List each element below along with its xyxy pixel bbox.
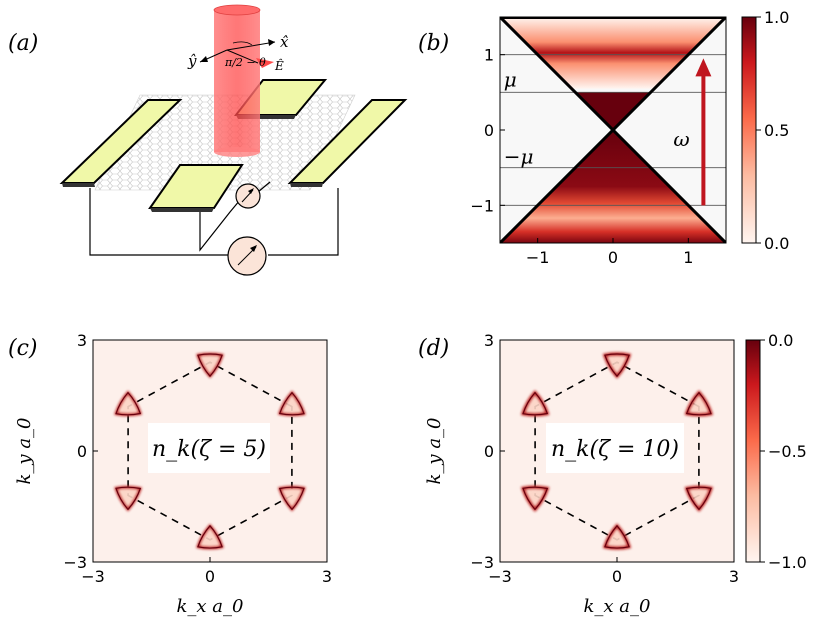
d-ytick-label-1: 0 bbox=[484, 442, 494, 461]
valley-pocket-d-3 bbox=[520, 485, 550, 512]
cb-d-tick-label-1: −0.5 bbox=[768, 442, 807, 461]
annotation-c: n_k(ζ = 5) bbox=[152, 437, 266, 462]
panel-d: n_k(ζ = 10) −3 0 3 −3 0 3 k_x a_0 k_y a_0 −1… bbox=[424, 331, 807, 617]
panel-label-d: (d) bbox=[418, 336, 449, 361]
circuit-wire-outer bbox=[89, 188, 228, 256]
b-ytick-label-2: 1 bbox=[484, 46, 494, 65]
c-ytick-label-0: −3 bbox=[63, 553, 87, 572]
cb-b-tick-label-1: 0.5 bbox=[764, 121, 789, 140]
panel-label-a: (a) bbox=[8, 31, 38, 56]
annotation-box-d: n_k(ζ = 10) bbox=[546, 423, 684, 473]
cb-d-tick-label-2: 0.0 bbox=[768, 331, 793, 350]
mu-label: μ bbox=[504, 67, 517, 91]
b-xtick-label-0: −1 bbox=[526, 248, 550, 267]
panel-label-c: (c) bbox=[8, 336, 38, 361]
c-content bbox=[114, 352, 306, 550]
annotation-d: n_k(ζ = 10) bbox=[551, 437, 679, 462]
meter-small bbox=[235, 183, 261, 209]
valley-pocket-c-3 bbox=[114, 485, 143, 512]
c-y-ticks: −3 0 3 bbox=[63, 331, 98, 572]
valley-pocket-c-1 bbox=[196, 352, 224, 379]
d-xtick-label-0: −3 bbox=[488, 567, 512, 586]
b-ytick-label-0: −1 bbox=[470, 196, 494, 215]
b-y-ticks: −1 0 1 bbox=[470, 46, 505, 215]
occupied-block-mu bbox=[575, 92, 651, 130]
meter-large bbox=[227, 236, 267, 276]
field-vector-e bbox=[256, 58, 274, 68]
c-xtick-label-1: 0 bbox=[205, 567, 215, 586]
light-beam bbox=[213, 4, 261, 157]
colorbar-b bbox=[741, 16, 757, 244]
valley-pocket-d-2 bbox=[520, 390, 550, 417]
e-hat-label: Ê bbox=[274, 58, 284, 73]
c-xtick-label-2: 3 bbox=[322, 567, 332, 586]
valley-pocket-d-4 bbox=[602, 523, 632, 550]
cb-d-tick-label-0: −1.0 bbox=[768, 553, 807, 572]
upper-transition-band bbox=[500, 17, 726, 89]
omega-arrowhead bbox=[695, 58, 712, 77]
d-x-ticks: −3 0 3 bbox=[488, 557, 739, 586]
panel-c: n_k(ζ = 5) −3 0 3 −3 0 3 k_x a_0 k_y a_0 bbox=[14, 331, 332, 617]
d-content bbox=[520, 352, 714, 550]
panel-b: ω μ −μ −1 0 1 −1 0 1 0.0 0.5 1.0 bbox=[470, 8, 789, 267]
valley-pocket-c-5 bbox=[277, 485, 306, 512]
valley-pocket-d-0 bbox=[684, 390, 714, 417]
c-ytick-label-2: 3 bbox=[77, 331, 87, 350]
x-axis-label-c: k_x a_0 bbox=[177, 596, 244, 617]
valley-pocket-c-0 bbox=[277, 390, 306, 417]
x-axis-label-d: k_x a_0 bbox=[584, 596, 651, 617]
valley-pocket-c-2 bbox=[114, 390, 143, 417]
panel-a-schematic: x̂ ŷ π/2 − θ Ê bbox=[59, 4, 408, 276]
c-xtick-label-0: −3 bbox=[81, 567, 105, 586]
d-ytick-label-2: 3 bbox=[484, 331, 494, 350]
circuit-wire-top bbox=[257, 181, 271, 193]
d-ytick-label-0: −3 bbox=[470, 553, 494, 572]
angle-label: π/2 − θ bbox=[224, 56, 266, 69]
polarization-axes: x̂ ŷ π/2 − θ Ê bbox=[187, 33, 289, 73]
b-x-ticks: −1 0 1 bbox=[526, 238, 693, 267]
circuit-wire-outer-right bbox=[268, 188, 339, 256]
valley-pocket-d-5 bbox=[684, 485, 714, 512]
x-hat-label: x̂ bbox=[280, 33, 289, 51]
b-xtick-label-1: 0 bbox=[608, 248, 618, 267]
omega-label: ω bbox=[673, 127, 689, 151]
colorbar-b-ticks: 0.0 0.5 1.0 bbox=[756, 8, 789, 253]
electrode-left bbox=[59, 99, 183, 187]
lower-cone bbox=[500, 130, 726, 243]
c-x-ticks: −3 0 3 bbox=[81, 557, 332, 586]
valley-pocket-d-1 bbox=[602, 352, 632, 379]
colorbar-d bbox=[745, 339, 761, 563]
y-axis-label-d: k_y a_0 bbox=[424, 418, 445, 485]
b-ytick-label-1: 0 bbox=[484, 121, 494, 140]
electrode-right bbox=[287, 99, 408, 187]
annotation-box-c: n_k(ζ = 5) bbox=[148, 423, 270, 473]
valley-pocket-c-4 bbox=[196, 523, 224, 550]
circuit-wire-inner bbox=[199, 199, 241, 252]
cb-b-tick-label-2: 1.0 bbox=[764, 8, 789, 27]
minus-mu-label: −μ bbox=[504, 145, 534, 169]
cb-b-tick-label-0: 0.0 bbox=[764, 234, 789, 253]
b-xtick-label-2: 1 bbox=[683, 248, 693, 267]
y-axis-label-c: k_y a_0 bbox=[14, 418, 35, 485]
dirac-cone-edge-2 bbox=[500, 17, 726, 243]
y-hat-label: ŷ bbox=[187, 52, 197, 70]
d-xtick-label-2: 3 bbox=[729, 567, 739, 586]
panel-label-b: (b) bbox=[418, 31, 449, 56]
c-ytick-label-1: 0 bbox=[77, 442, 87, 461]
d-y-ticks: −3 0 3 bbox=[470, 331, 505, 572]
electrode-bottom bbox=[148, 164, 244, 212]
colorbar-d-ticks: −1.0 −0.5 0.0 bbox=[760, 331, 807, 572]
d-xtick-label-1: 0 bbox=[612, 567, 622, 586]
